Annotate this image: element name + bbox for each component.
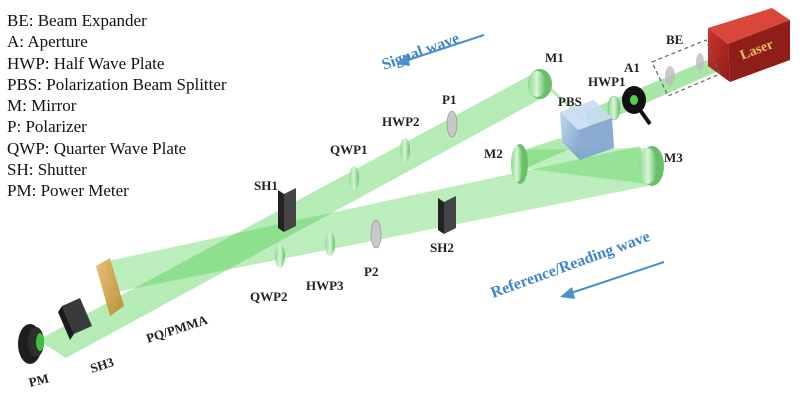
label-m1: M1 — [545, 50, 564, 65]
qwp2-plate — [275, 244, 285, 268]
label-qwp1: QWP1 — [330, 142, 368, 157]
label-hwp1: HWP1 — [588, 74, 626, 89]
label-p1: P1 — [442, 92, 456, 107]
label-pq-pmma: PQ/PMMA — [144, 312, 210, 346]
mirror-m1 — [528, 69, 552, 99]
signal-wave-annotation: Signal wave — [380, 30, 485, 74]
label-be: BE — [666, 32, 683, 47]
polarizer-p2 — [370, 219, 382, 249]
reference-beam — [104, 146, 648, 292]
legend-item-m: M: Mirror — [7, 96, 77, 116]
legend-item-be: BE: Beam Expander — [7, 11, 147, 30]
pq-pmma-sample — [96, 258, 124, 316]
laser-source: Laser — [708, 8, 790, 82]
label-m2: M2 — [484, 146, 503, 161]
legend-item-a: A: Aperture — [7, 32, 88, 52]
legend-item-pm: PM: Power Meter — [7, 181, 129, 201]
shutter-sh3 — [58, 298, 92, 340]
qwp1-plate — [349, 166, 359, 190]
legend-item-p: P: Polarizer — [7, 117, 87, 137]
reference-wave-annotation: Reference/Reading wave — [489, 228, 665, 302]
power-meter — [18, 324, 44, 364]
legend-item-qwp: QWP: Quarter Wave Plate — [7, 138, 187, 158]
mirror-m3 — [639, 146, 664, 186]
polarizer-p1 — [446, 110, 458, 138]
shutter-sh1 — [278, 188, 296, 232]
label-qwp2: QWP2 — [250, 289, 288, 304]
label-sh3: SH3 — [88, 354, 116, 376]
label-hwp3: HWP3 — [306, 278, 344, 293]
label-a1: A1 — [624, 60, 640, 75]
aperture-a1 — [622, 86, 652, 126]
hwp2-plate — [400, 138, 410, 162]
label-pm: PM — [27, 370, 50, 389]
label-p2: P2 — [364, 264, 378, 279]
label-pbs: PBS — [558, 94, 582, 109]
hwp3-plate — [325, 232, 335, 256]
label-sh2: SH2 — [430, 240, 454, 255]
signal-wave-arrow — [401, 34, 485, 63]
legend-list: BE: Beam Expander A: Aperture HWP: Half … — [7, 10, 227, 202]
shutter-sh2 — [438, 196, 456, 234]
legend-item-pbs: PBS: Polarization Beam Splitter — [7, 74, 227, 94]
signal-wave-label: Signal wave — [380, 30, 462, 74]
beam-m2-to-m3 — [518, 148, 648, 184]
mirror-m2 — [511, 144, 528, 184]
signal-arrowhead — [396, 54, 410, 66]
reference-wave-arrow — [567, 261, 665, 295]
reference-arrowhead — [560, 287, 575, 299]
hwp1-plate — [607, 95, 621, 121]
legend-item-sh: SH: Shutter — [7, 160, 87, 180]
label-sh1: SH1 — [254, 178, 278, 193]
legend-item-hwp: HWP: Half Wave Plate — [7, 53, 165, 73]
pbs-cube — [560, 100, 614, 160]
beam-expander — [651, 39, 721, 97]
label-hwp2: HWP2 — [382, 114, 420, 129]
label-m3: M3 — [664, 150, 683, 165]
